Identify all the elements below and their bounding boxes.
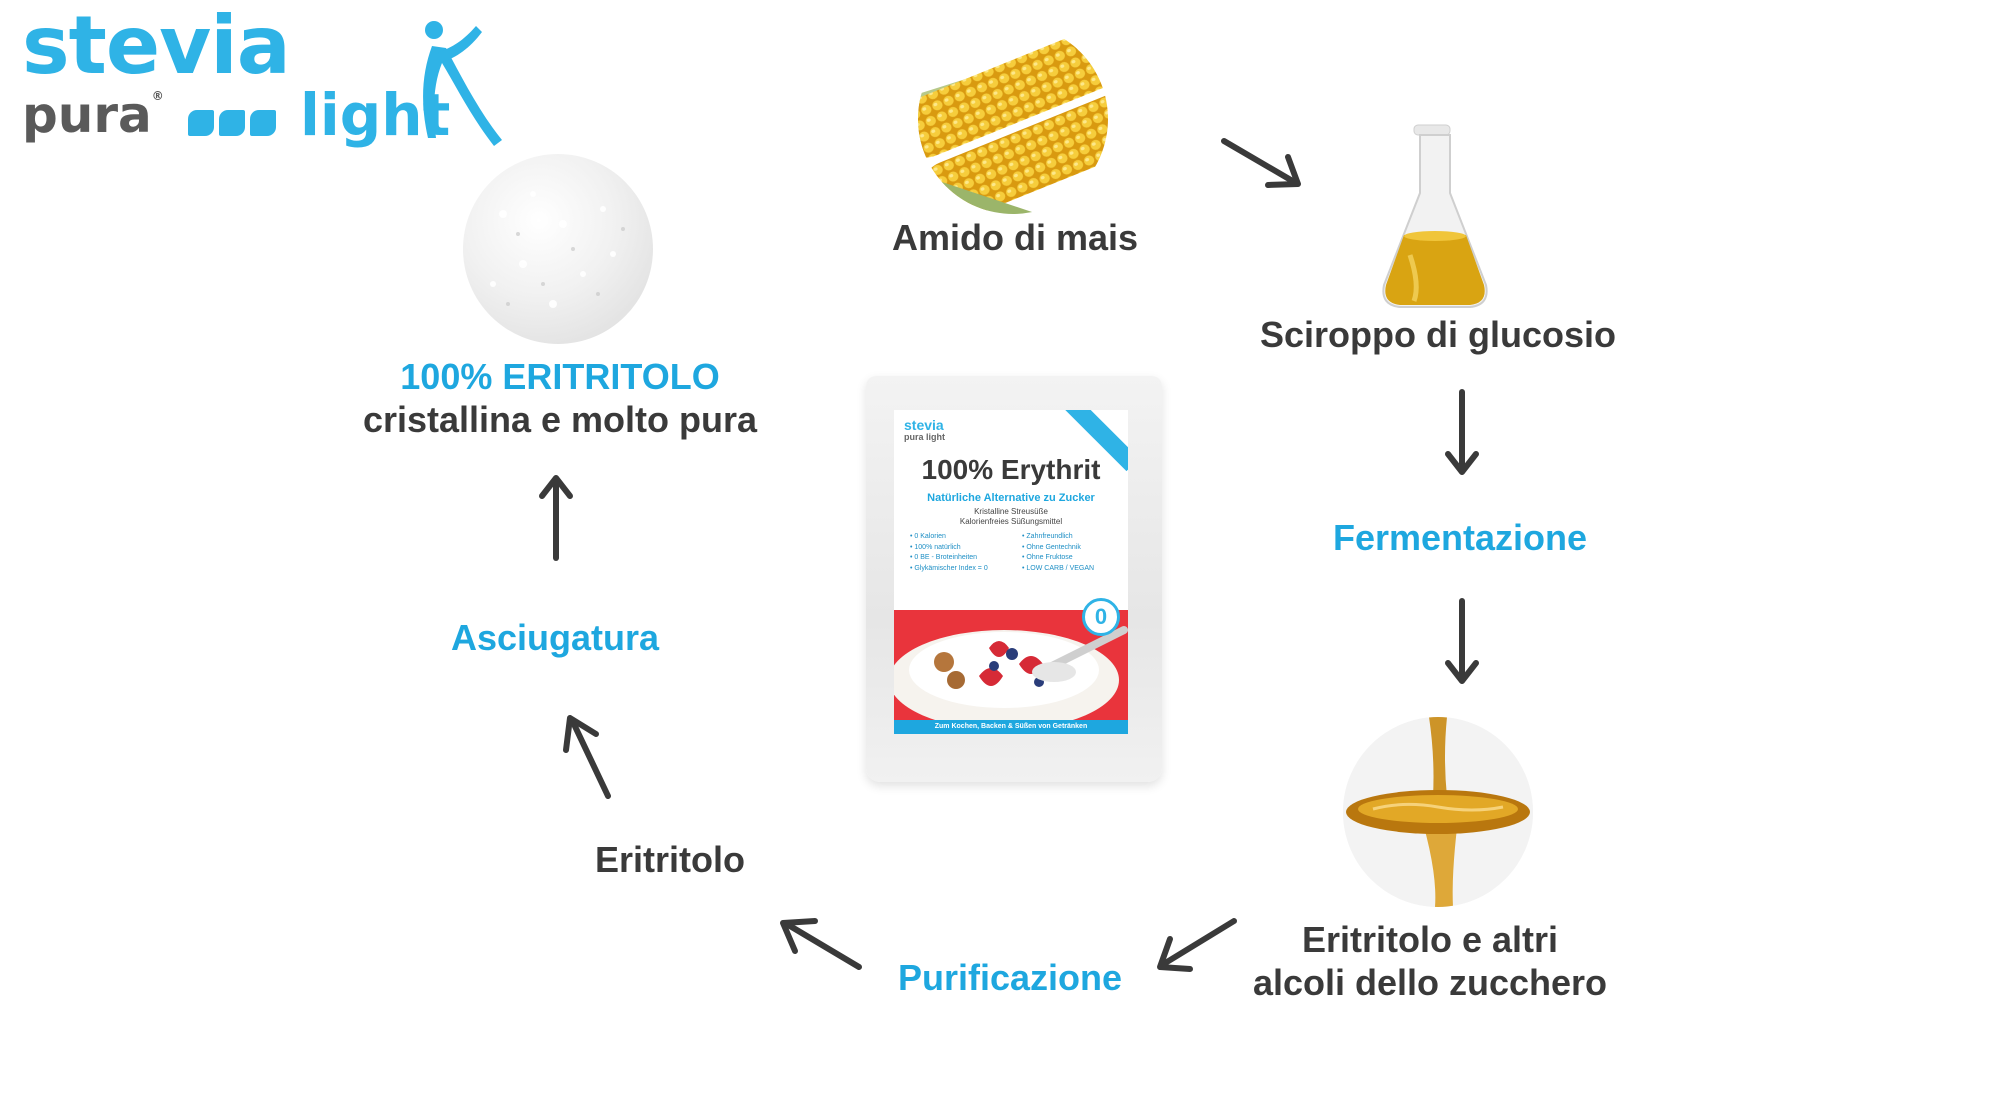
feature-item: • 0 Kalorien xyxy=(910,533,946,540)
logo-pura-text: pura xyxy=(22,86,152,144)
syrup-spoon-image xyxy=(1343,717,1533,907)
result-title: 100% ERITRITOLO xyxy=(400,356,720,397)
package-desc-line1: Kristalline Streusüße xyxy=(974,507,1048,516)
logo-registered-mark: ® xyxy=(151,89,164,103)
feature-item: • LOW CARB / VEGAN xyxy=(1022,564,1095,572)
step-label-fermentation: Fermentazione xyxy=(1332,517,1588,558)
zero-calorie-badge: 0 xyxy=(1082,598,1120,636)
step-label-purification: Purificazione xyxy=(897,957,1123,998)
package-subtitle: Natürliche Alternative zu Zucker xyxy=(927,492,1095,504)
feature-item: • 100% natürlich xyxy=(910,543,961,551)
corn-image xyxy=(918,24,1108,214)
step-label-erythritol: Eritritolo xyxy=(595,839,745,880)
erythritol-crystals-image xyxy=(463,154,653,344)
result-label: 100% ERITRITOLO cristallina e molto pura xyxy=(330,355,790,441)
flask-icon xyxy=(1382,124,1488,308)
package-title: 100% Erythrit xyxy=(921,454,1101,485)
feature-item: • Zahnfreundlich xyxy=(1022,533,1073,540)
package-features-left: • 0 Kalorien • 100% natürlich • 0 BE - B… xyxy=(910,532,988,574)
logo-figure-icon xyxy=(423,21,502,146)
brand-logo: stevia pura® light xyxy=(20,6,502,152)
step-label-glucose-syrup: Sciroppo di glucosio xyxy=(1260,314,1617,355)
logo-word-pura: pura® xyxy=(22,90,164,140)
sugar-alcohols-line2: alcoli dello zucchero xyxy=(1252,962,1608,1004)
arrow-drying-to-result xyxy=(539,475,573,561)
package-description: Kristalline Streusüße Kalorienfreies Süß… xyxy=(894,507,1128,528)
arrow-syrup-to-fermentation xyxy=(1445,389,1479,475)
package-features-right: • Zahnfreundlich • Ohne Gentechnik • Ohn… xyxy=(1022,532,1094,574)
arrow-fermentation-to-alcohols xyxy=(1445,598,1479,684)
package-logo-sub: pura light xyxy=(904,432,945,442)
arrow-corn-to-syrup xyxy=(1221,138,1301,188)
logo-word-stevia: stevia xyxy=(22,0,291,92)
feature-item: • 0 BE - Broteinheiten xyxy=(910,554,978,561)
step-label-drying: Asciugatura xyxy=(450,617,660,658)
arrow-purification-to-erythritol xyxy=(780,918,862,970)
step-label-sugar-alcohols: Eritritolo e altri alcoli dello zucchero xyxy=(1230,918,1630,1004)
feature-item: • Ohne Gentechnik xyxy=(1022,543,1081,551)
package-label: stevia pura light 100% Erythrit Natürlic… xyxy=(894,410,1128,734)
package-logo: stevia xyxy=(904,417,944,433)
result-subtitle: cristallina e molto pura xyxy=(362,399,758,441)
feature-item: • Ohne Fruktose xyxy=(1022,554,1073,561)
step-label-corn-starch: Amido di mais xyxy=(891,217,1139,258)
arrow-erythritol-to-drying xyxy=(563,715,611,799)
product-package: stevia pura light 100% Erythrit Natürlic… xyxy=(866,376,1162,782)
arrow-alcohols-to-purification xyxy=(1157,918,1237,972)
package-desc-line2: Kalorienfreies Süßungsmittel xyxy=(959,517,1063,527)
sugar-alcohols-line1: Eritritolo e altri xyxy=(1301,919,1559,960)
feature-item: • Glykämischer Index = 0 xyxy=(910,564,988,572)
package-footer: Zum Kochen, Backen & Süßen von Getränken xyxy=(894,720,1128,734)
yogurt-berries-image xyxy=(894,610,1128,722)
logo-dots xyxy=(188,110,276,136)
